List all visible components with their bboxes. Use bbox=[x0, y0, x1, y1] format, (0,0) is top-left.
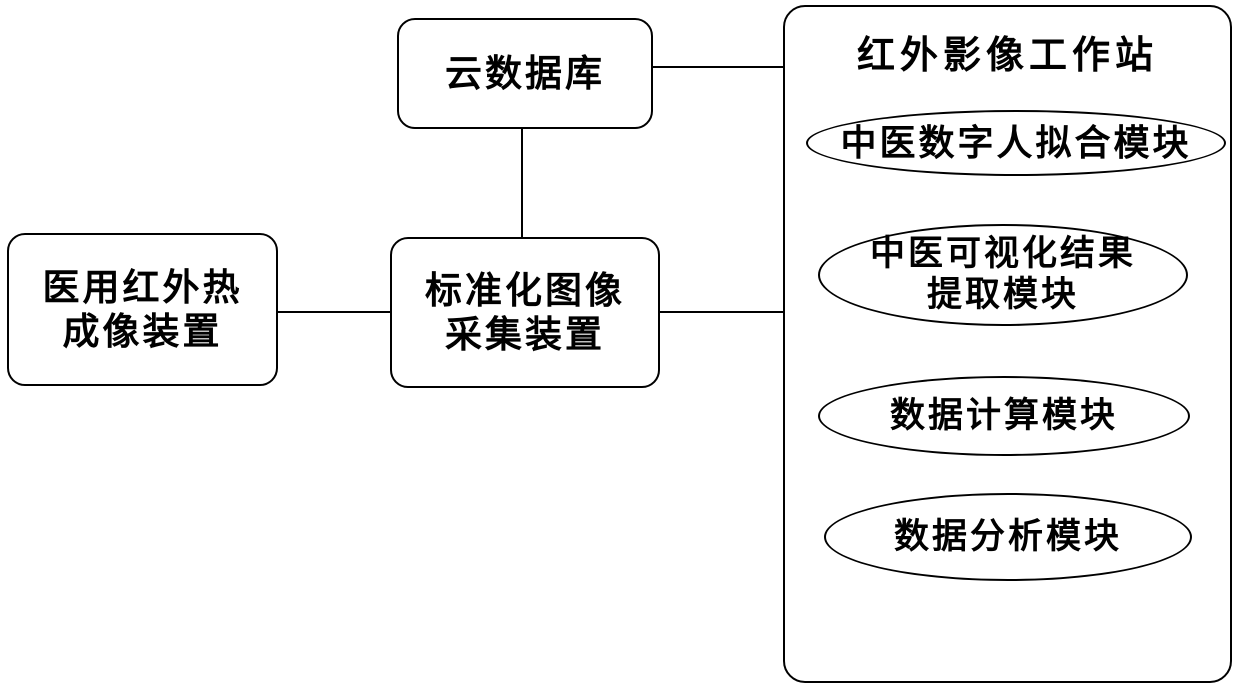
connector-cloud-database-to-capture-device bbox=[521, 129, 523, 237]
imaging-device-label-line2: 成像装置 bbox=[62, 308, 223, 353]
node-standardized-image-capture-device: 标准化图像 采集装置 bbox=[390, 237, 660, 388]
module-tcm-visualization-result-extraction-label-line2: 提取模块 bbox=[926, 274, 1079, 315]
cloud-database-label: 云数据库 bbox=[445, 50, 605, 95]
module-tcm-visualization-result-extraction: 中医可视化结果 提取模块 bbox=[818, 224, 1188, 326]
capture-device-label-line2: 采集装置 bbox=[445, 311, 605, 356]
module-data-analysis: 数据分析模块 bbox=[824, 493, 1192, 581]
connector-capture-device-to-workstation bbox=[660, 311, 783, 313]
module-tcm-visualization-result-extraction-label-line1: 中医可视化结果 bbox=[869, 233, 1136, 275]
imaging-device-label-line1: 医用红外热 bbox=[42, 264, 243, 309]
module-data-calculation-label: 数据计算模块 bbox=[889, 394, 1118, 436]
module-data-analysis-label: 数据分析模块 bbox=[893, 515, 1122, 557]
capture-device-label-line1: 标准化图像 bbox=[425, 267, 625, 312]
workstation-title: 红外影像工作站 bbox=[856, 32, 1158, 77]
node-medical-infrared-thermal-imaging-device: 医用红外热 成像装置 bbox=[7, 233, 278, 386]
node-cloud-database: 云数据库 bbox=[397, 18, 653, 129]
node-infrared-image-workstation: 红外影像工作站 中医数字人拟合模块 中医可视化结果 提取模块 数据计算模块 数据… bbox=[783, 5, 1232, 683]
module-data-calculation: 数据计算模块 bbox=[818, 376, 1190, 456]
connector-imaging-device-to-capture-device bbox=[278, 311, 390, 313]
connector-cloud-database-to-workstation bbox=[653, 66, 783, 68]
module-tcm-digital-human-fitting: 中医数字人拟合模块 bbox=[806, 110, 1226, 176]
module-tcm-digital-human-fitting-label: 中医数字人拟合模块 bbox=[840, 121, 1192, 164]
